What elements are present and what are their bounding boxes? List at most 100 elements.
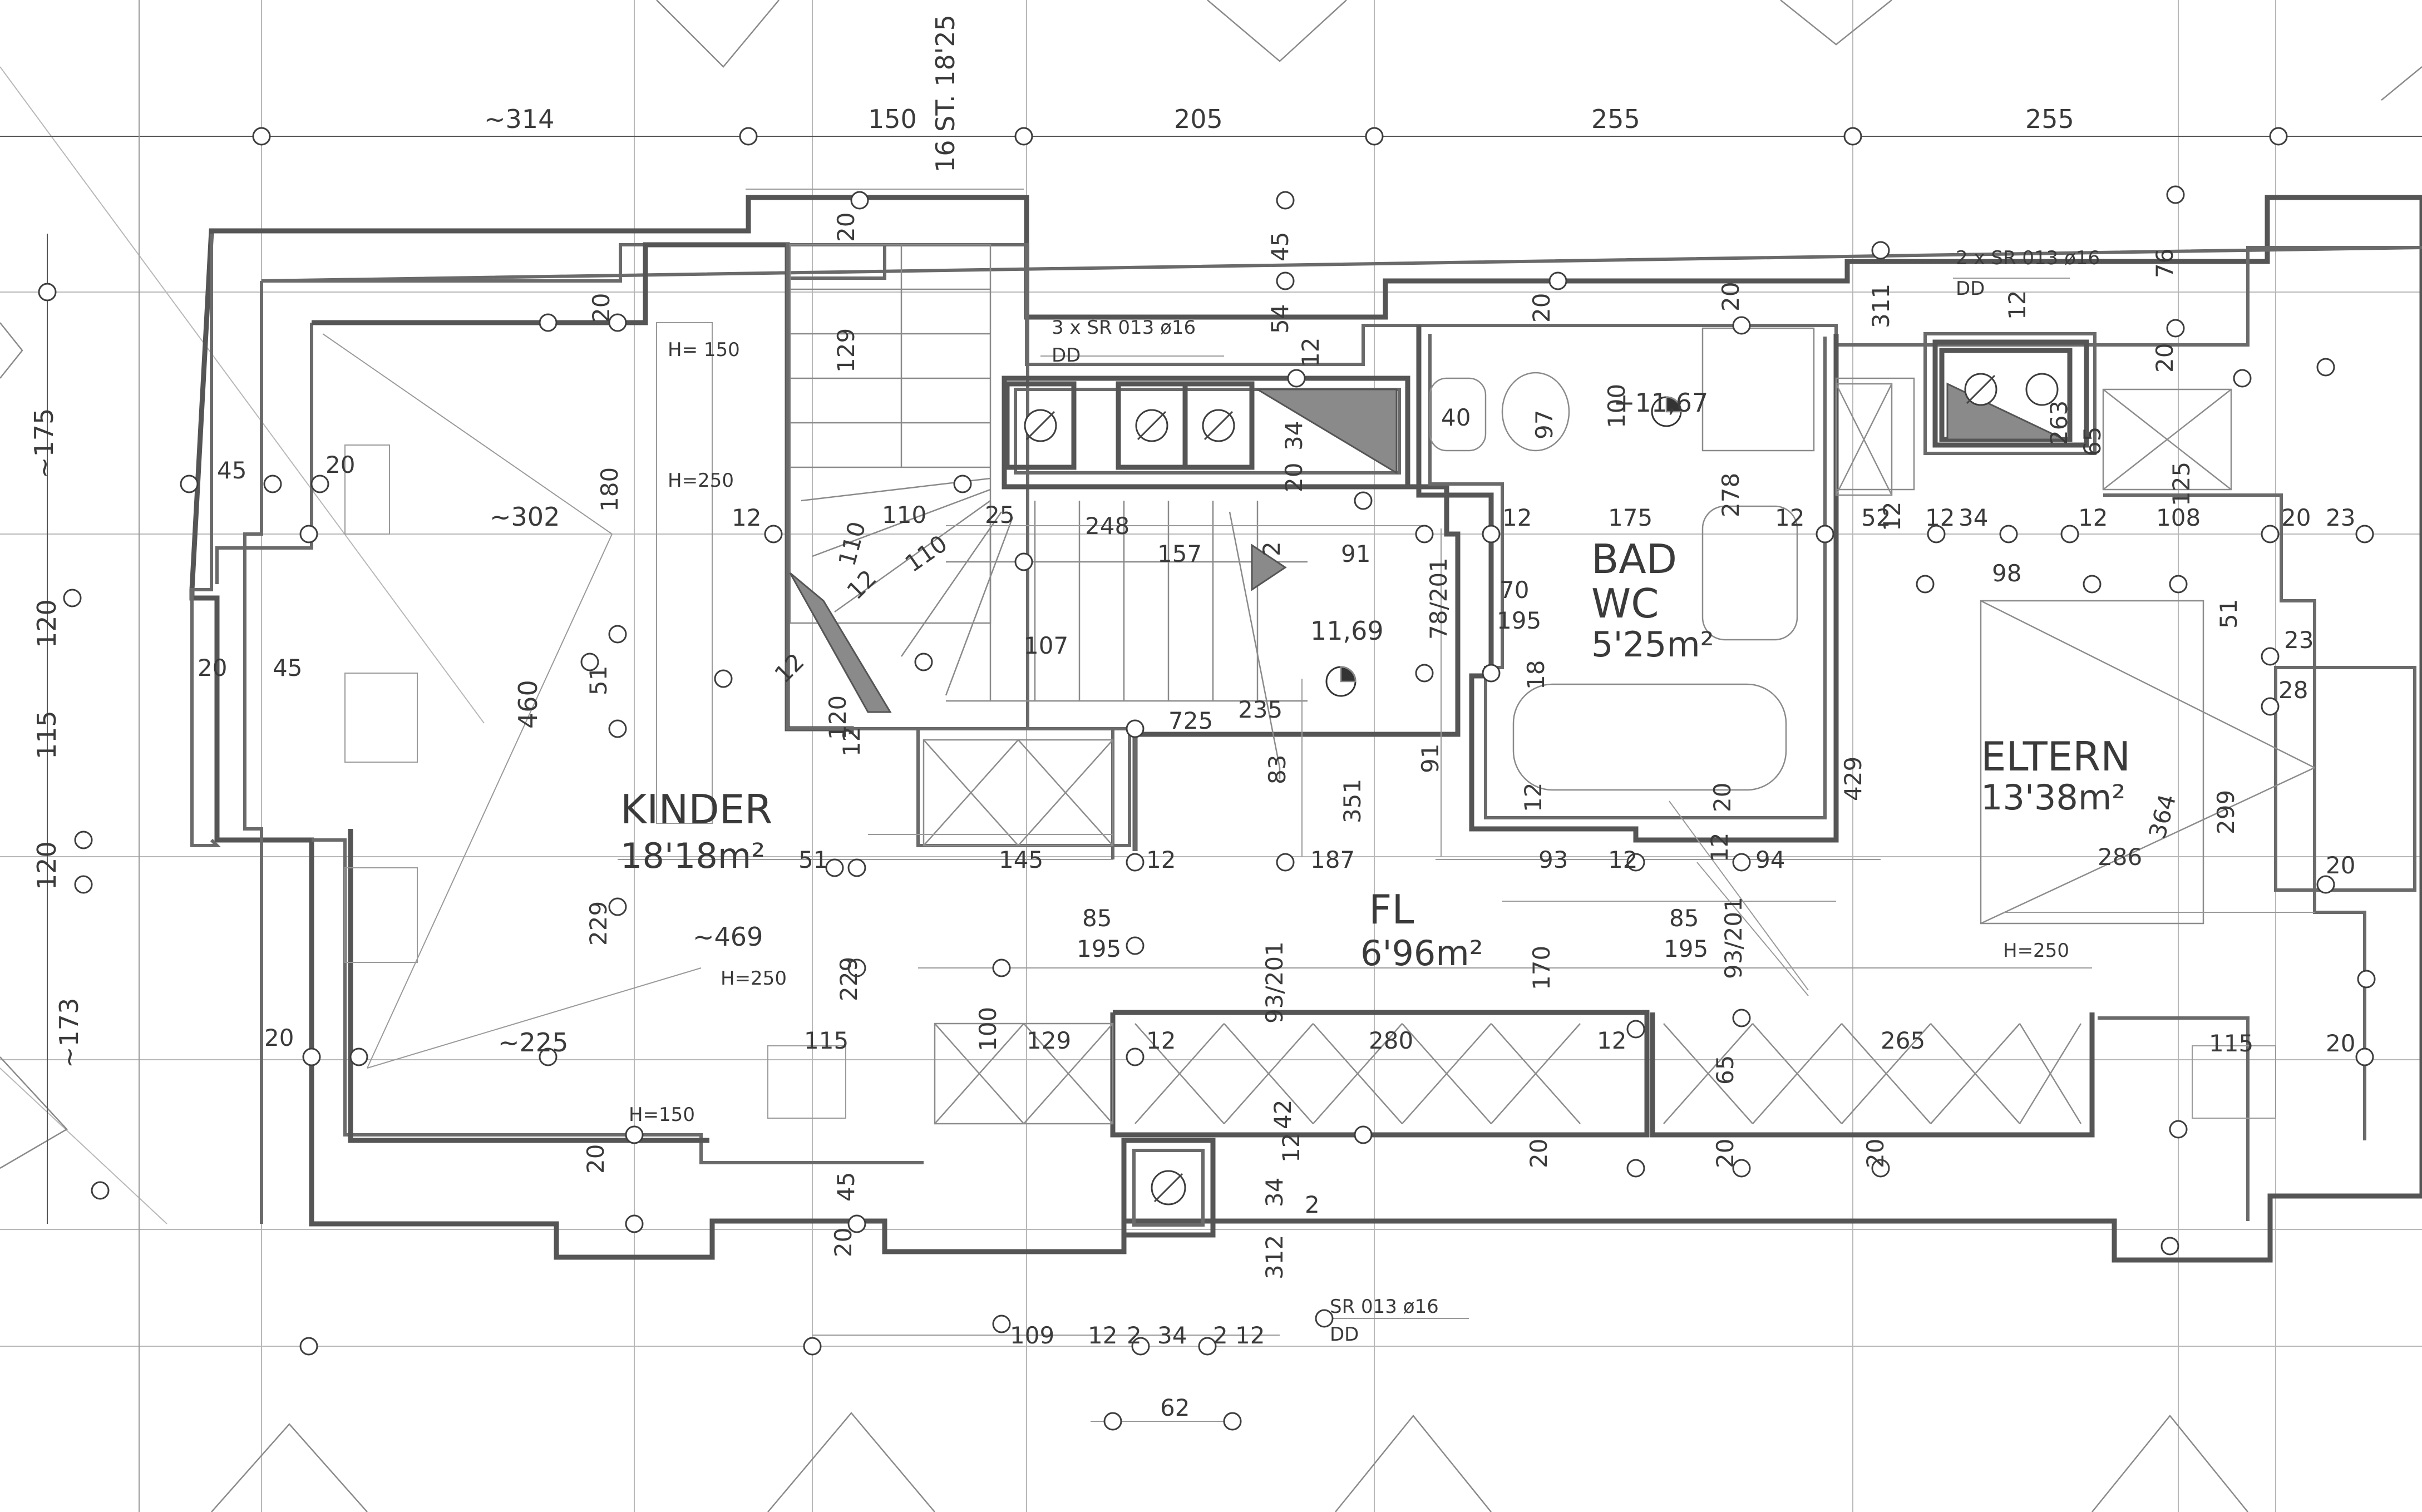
dim-text: 20 xyxy=(1862,1139,1889,1168)
dim-text: 85 xyxy=(1082,905,1112,932)
dim-text: 129 xyxy=(832,328,860,373)
dim-text: 65 xyxy=(2079,427,2106,456)
dim-text: 725 xyxy=(1168,707,1213,734)
level-hall: 11,69 xyxy=(1310,616,1384,646)
dim-text: 34 xyxy=(1959,504,1988,531)
dim-text: 115 xyxy=(2209,1030,2253,1057)
top-dim-4: 255 xyxy=(1591,104,1640,134)
top-dim-3: 205 xyxy=(1174,104,1223,134)
dim-text: 70 xyxy=(1499,576,1529,604)
dim-text: 97 xyxy=(1531,410,1558,439)
dim-text: 54 xyxy=(1266,304,1294,334)
dim-text: ~302 xyxy=(490,502,560,532)
dim-text: 20 xyxy=(198,654,227,681)
dim-text: 235 xyxy=(1238,696,1282,723)
dim-text: 93 xyxy=(1538,846,1568,873)
height-note-1: H= 150 xyxy=(668,339,740,361)
left-dim-3: 115 xyxy=(32,710,62,759)
dim-text: 312 xyxy=(1261,1235,1288,1279)
dim-text: 20 xyxy=(2151,343,2178,373)
dim-text: 23 xyxy=(2284,626,2314,654)
inner-walls xyxy=(786,243,2416,1238)
dim-text: 45 xyxy=(273,654,302,681)
dim-text: 12 xyxy=(1502,504,1532,531)
left-dim-4: 120 xyxy=(32,841,62,890)
dim-text: 12 xyxy=(1925,504,1955,531)
dim-text: 78/201 xyxy=(1425,557,1452,640)
dim-text: 34 xyxy=(1280,421,1308,451)
dim-text: 51 xyxy=(585,666,612,695)
dim-text: 229 xyxy=(835,957,862,1001)
dim-text: 34 xyxy=(1157,1322,1187,1349)
bath-fixtures xyxy=(1325,327,1915,791)
dim-text: 110 xyxy=(833,518,871,569)
dim-text: 170 xyxy=(1528,946,1555,990)
top-dim-5: 255 xyxy=(2025,104,2074,134)
level-bath: +11,67 xyxy=(1614,388,1708,418)
shafts xyxy=(1004,348,2073,1205)
dim-text: 100 xyxy=(974,1007,1002,1051)
dim-text: 20 xyxy=(582,1144,609,1174)
dim-text: 76 xyxy=(2151,249,2178,278)
dim-text: 351 xyxy=(1339,779,1366,823)
dim-text: 115 xyxy=(804,1027,849,1054)
height-note-2: H=250 xyxy=(668,470,734,492)
room-kinder-area: 18'18m² xyxy=(620,836,765,876)
dim-text: 12 xyxy=(1277,1133,1305,1163)
dim-text: 25 xyxy=(985,501,1014,528)
room-fl-area: 6'96m² xyxy=(1360,933,1483,974)
dim-text: 20 xyxy=(1709,783,1736,812)
dim-text: 107 xyxy=(1024,632,1068,659)
room-eltern-area: 13'38m² xyxy=(1981,777,2125,818)
dim-text: 2 xyxy=(1127,1322,1142,1349)
dim-text: 20 xyxy=(2326,852,2355,879)
dd-note-right: DD xyxy=(1956,278,1985,300)
annotations: 16 ST. 18'25 3 x SR 013 ø16 DD 2 x SR 01… xyxy=(629,14,2100,1346)
dim-text: 110 xyxy=(900,530,953,577)
dim-text: 20 xyxy=(2281,504,2311,531)
stairs-note: 16 ST. 18'25 xyxy=(930,14,960,172)
dim-text: 248 xyxy=(1085,512,1129,540)
dim-text: 2 xyxy=(1258,541,1285,556)
dim-text: 175 xyxy=(1608,504,1653,531)
dd-note-bottom: DD xyxy=(1330,1323,1359,1346)
dim-text: 108 xyxy=(2156,504,2201,531)
dim-text: 125 xyxy=(2168,462,2195,506)
left-dim-5: ~173 xyxy=(54,998,84,1068)
dim-text: 62 xyxy=(1160,1394,1190,1421)
room-fl-name: FL xyxy=(1369,886,1414,933)
dim-text: 12 xyxy=(1520,783,1547,812)
sr-note-right: 2 x SR 013 ø16 xyxy=(1956,247,2100,269)
dim-text: 460 xyxy=(513,680,543,729)
dim-text: 195 xyxy=(1664,935,1708,962)
dim-text: 65 xyxy=(1711,1055,1739,1085)
dim-text: 109 xyxy=(1010,1322,1054,1349)
dim-text: 20 xyxy=(1528,293,1555,323)
dim-text: 229 xyxy=(585,901,612,946)
height-note-3: H=250 xyxy=(721,967,787,990)
dim-text: 280 xyxy=(1369,1027,1413,1054)
dim-text: 20 xyxy=(2326,1030,2355,1057)
dim-text: 265 xyxy=(1881,1027,1925,1054)
dim-text: 12 xyxy=(1235,1322,1265,1349)
room-kinder-name: KINDER xyxy=(620,786,772,833)
dim-text: 129 xyxy=(1027,1027,1071,1054)
dim-text: 93/201 xyxy=(1261,941,1288,1024)
room-wc-name: WC xyxy=(1591,580,1659,627)
dim-text: 94 xyxy=(1755,846,1785,873)
dim-text: 45 xyxy=(832,1172,860,1202)
dim-text: 364 xyxy=(2143,791,2181,841)
dim-text: 145 xyxy=(999,846,1043,873)
dd-note-left: DD xyxy=(1052,344,1081,367)
dimension-markers xyxy=(38,127,2376,1431)
dim-text: 20 xyxy=(1711,1139,1739,1168)
dim-text: 23 xyxy=(2326,504,2355,531)
dim-text: 180 xyxy=(596,467,623,512)
dim-text: 12 xyxy=(2004,290,2031,320)
dim-text: 12 xyxy=(1878,502,1906,531)
dim-text: 98 xyxy=(1992,560,2021,587)
dim-text: 187 xyxy=(1310,846,1355,873)
